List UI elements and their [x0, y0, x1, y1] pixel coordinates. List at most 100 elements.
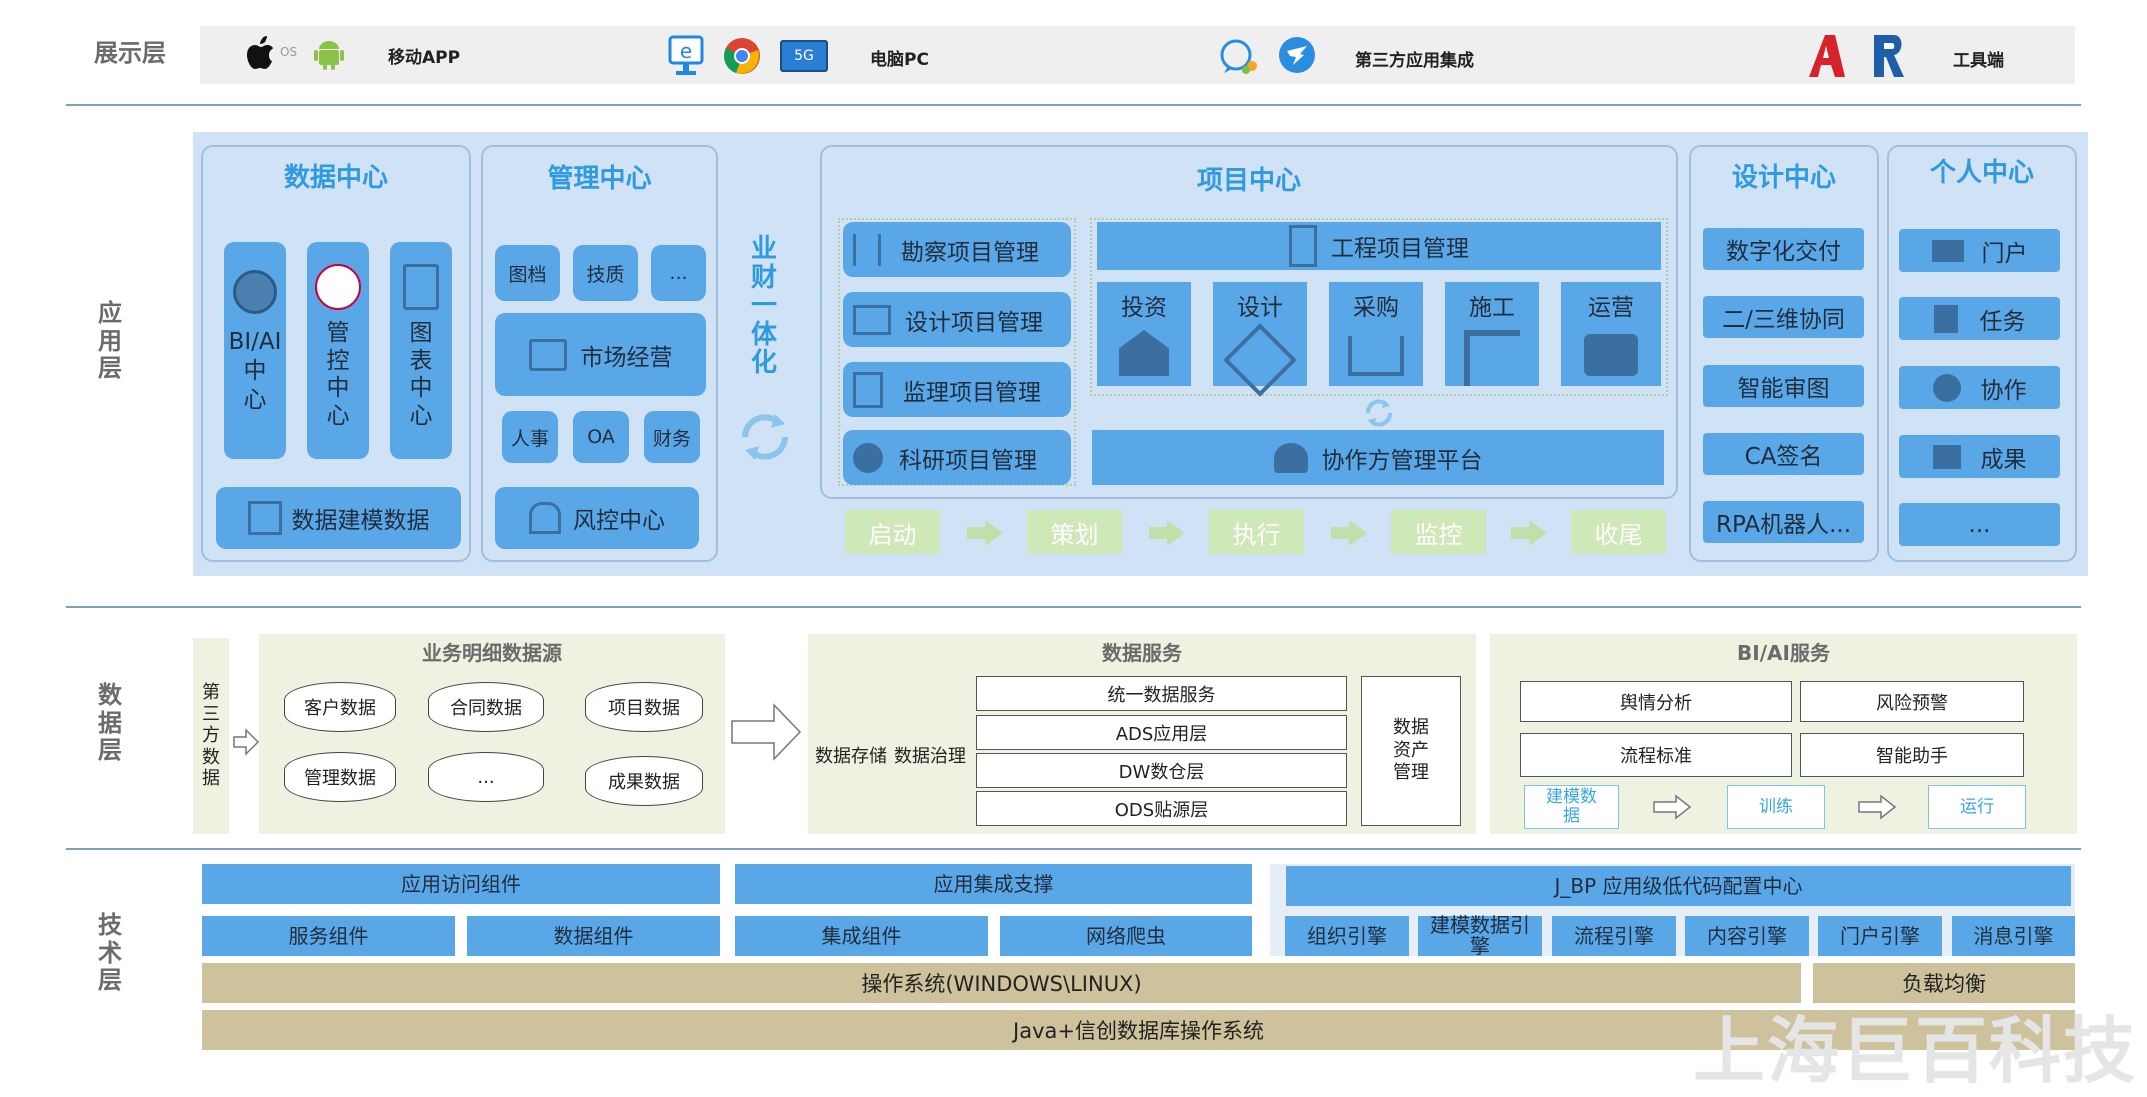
eng-procurement-button[interactable]: 采购 [1329, 282, 1423, 386]
flow-start-button[interactable]: 启动 [845, 510, 940, 554]
process-engine[interactable]: 流程引擎 [1552, 916, 1676, 956]
oa-button[interactable]: OA [573, 411, 629, 463]
cooperate-button[interactable]: 协作 [1899, 366, 2060, 409]
monitor-icon [1931, 239, 1964, 262]
dw-layer[interactable]: DW数仓层 [976, 753, 1347, 788]
task-button[interactable]: 任务 [1899, 297, 2060, 340]
sentiment-analysis-button[interactable]: 舆情分析 [1520, 681, 1792, 722]
chat-icon [1218, 38, 1262, 76]
training-button[interactable]: 训练 [1727, 785, 1825, 829]
design-ca-button[interactable]: CA签名 [1703, 433, 1864, 475]
supervision-project-button[interactable]: 监理项目管理 [843, 362, 1071, 417]
cart-icon [1348, 336, 1404, 376]
run-button[interactable]: 运行 [1928, 785, 2026, 829]
database-os-bar[interactable]: Java+信创数据库操作系统 [202, 1010, 2075, 1050]
data-asset-label: 数据 资产 管理 [1393, 717, 1429, 784]
app-integration-support[interactable]: 应用集成支撑 [735, 864, 1252, 904]
eng-design-button[interactable]: 设计 [1213, 282, 1307, 397]
chart-label: 图 表 中 心 [409, 320, 433, 429]
data-component[interactable]: 数据组件 [467, 916, 720, 956]
load-balance-bar[interactable]: 负载均衡 [1813, 963, 2075, 1003]
modeling-engine[interactable]: 建模数据引 擎 [1418, 915, 1542, 957]
mgmt-archive-button[interactable]: 图档 [495, 245, 560, 301]
task-icon [1933, 304, 1958, 333]
ie-icon: e [668, 35, 704, 77]
flow-plan-button[interactable]: 策划 [1027, 510, 1122, 554]
eng-operation-button[interactable]: 运营 [1561, 282, 1661, 386]
smart-assistant-button[interactable]: 智能助手 [1800, 733, 2024, 777]
modeling-data-button[interactable]: 建模数 据 [1524, 785, 1619, 829]
engineering-project-button[interactable]: 工程项目管理 [1097, 222, 1661, 270]
operating-system-bar[interactable]: 操作系统(WINDOWS\LINUX) [202, 963, 1801, 1003]
eng-design-label: 设计 [1237, 295, 1283, 321]
third-party-label: 第三方应用集成 [1355, 51, 1474, 71]
survey-project-button[interactable]: 勘察项目管理 [843, 222, 1071, 277]
app-access-component[interactable]: 应用访问组件 [202, 864, 720, 904]
web-crawler[interactable]: 网络爬虫 [1000, 916, 1252, 956]
collab-platform-button[interactable]: 协作方管理平台 [1092, 430, 1664, 485]
mgmt-more-button[interactable]: ... [651, 245, 706, 301]
process-standard-button[interactable]: 流程标准 [1520, 733, 1792, 777]
data-asset-management[interactable]: 数据 资产 管理 [1361, 676, 1461, 826]
content-engine[interactable]: 内容引擎 [1685, 916, 1809, 956]
eng-invest-button[interactable]: 投资 [1097, 282, 1191, 386]
people-icon [1273, 442, 1308, 473]
tripod-icon [853, 233, 881, 266]
risk-warning-button[interactable]: 风险预警 [1800, 681, 2024, 722]
design-project-button[interactable]: 设计项目管理 [843, 292, 1071, 347]
ods-layer[interactable]: ODS贴源层 [976, 791, 1347, 826]
finance-button[interactable]: 财务 [644, 411, 700, 463]
data-modeling-button[interactable]: 数据建模数据 [216, 487, 461, 549]
flow-close-button[interactable]: 收尾 [1571, 510, 1666, 554]
control-center-button[interactable]: 管 控 中 心 [307, 242, 369, 459]
lowcode-config-center[interactable]: J_BP 应用级低代码配置中心 [1286, 866, 2071, 906]
integration-component[interactable]: 集成组件 [735, 916, 988, 956]
flow-arrow-1-body [967, 527, 985, 539]
5g-label: 5G [794, 48, 814, 64]
eng-construction-button[interactable]: 施工 [1445, 282, 1539, 386]
flow-execute-button[interactable]: 执行 [1209, 510, 1304, 554]
market-button[interactable]: 市场经营 [495, 313, 706, 396]
mgmt-center-title: 管理中心 [547, 164, 652, 194]
result-data-db[interactable]: 成果数据 [585, 756, 703, 806]
personal-more-button[interactable]: ... [1899, 503, 2060, 546]
design-digital-button[interactable]: 数字化交付 [1703, 228, 1864, 270]
result-label: 成果 [1980, 446, 2027, 473]
mgmt-quality-button[interactable]: 技质 [573, 245, 638, 301]
tech-layer-label: 技 术 层 [98, 911, 122, 995]
portal-engine[interactable]: 门户引擎 [1818, 916, 1942, 956]
chart-center-button[interactable]: 图 表 中 心 [390, 242, 452, 459]
ads-layer[interactable]: ADS应用层 [976, 715, 1347, 750]
flow-arrow-3-body [1331, 527, 1349, 539]
flow-arrow-4-body [1511, 527, 1529, 539]
third-party-arrow-icon [232, 728, 260, 756]
research-project-button[interactable]: 科研项目管理 [843, 430, 1071, 485]
hr-button[interactable]: 人事 [502, 411, 558, 463]
bi-ai-center-button[interactable]: BI/AI 中 心 [224, 242, 286, 459]
project-data-db[interactable]: 项目数据 [585, 682, 703, 732]
third-party-data-label: 第 三 方 数 据 [202, 682, 220, 790]
control-label: 管 控 中 心 [326, 320, 350, 429]
message-engine[interactable]: 消息引擎 [1952, 916, 2075, 956]
org-engine[interactable]: 组织引擎 [1285, 916, 1409, 956]
service-component[interactable]: 服务组件 [202, 916, 455, 956]
design-review-button[interactable]: 智能审图 [1703, 365, 1864, 407]
contract-data-db[interactable]: 合同数据 [428, 682, 544, 732]
alarm-icon [529, 502, 561, 534]
flow-monitor-button[interactable]: 监控 [1391, 510, 1486, 554]
unified-data-service[interactable]: 统一数据服务 [976, 676, 1347, 711]
portal-button[interactable]: 门户 [1899, 229, 2060, 272]
design-collab-button[interactable]: 二/三维协同 [1703, 296, 1864, 338]
bi-ai-label: BI/AI 中 心 [228, 329, 282, 413]
risk-center-button[interactable]: 风控中心 [495, 487, 699, 549]
management-data-db[interactable]: 管理数据 [284, 752, 396, 802]
dashboard-icon [1584, 334, 1638, 376]
design-rpa-button[interactable]: RPA机器人... [1703, 501, 1864, 543]
customer-data-db[interactable]: 客户数据 [284, 682, 396, 732]
result-button[interactable]: 成果 [1899, 435, 2060, 478]
more-data-db[interactable]: ... [428, 752, 544, 802]
collab-sync-icon [1362, 396, 1396, 430]
engineering-group [1090, 218, 1668, 396]
mobile-app-label: 移动APP [388, 48, 461, 68]
display-layer-label: 展示层 [94, 39, 166, 67]
